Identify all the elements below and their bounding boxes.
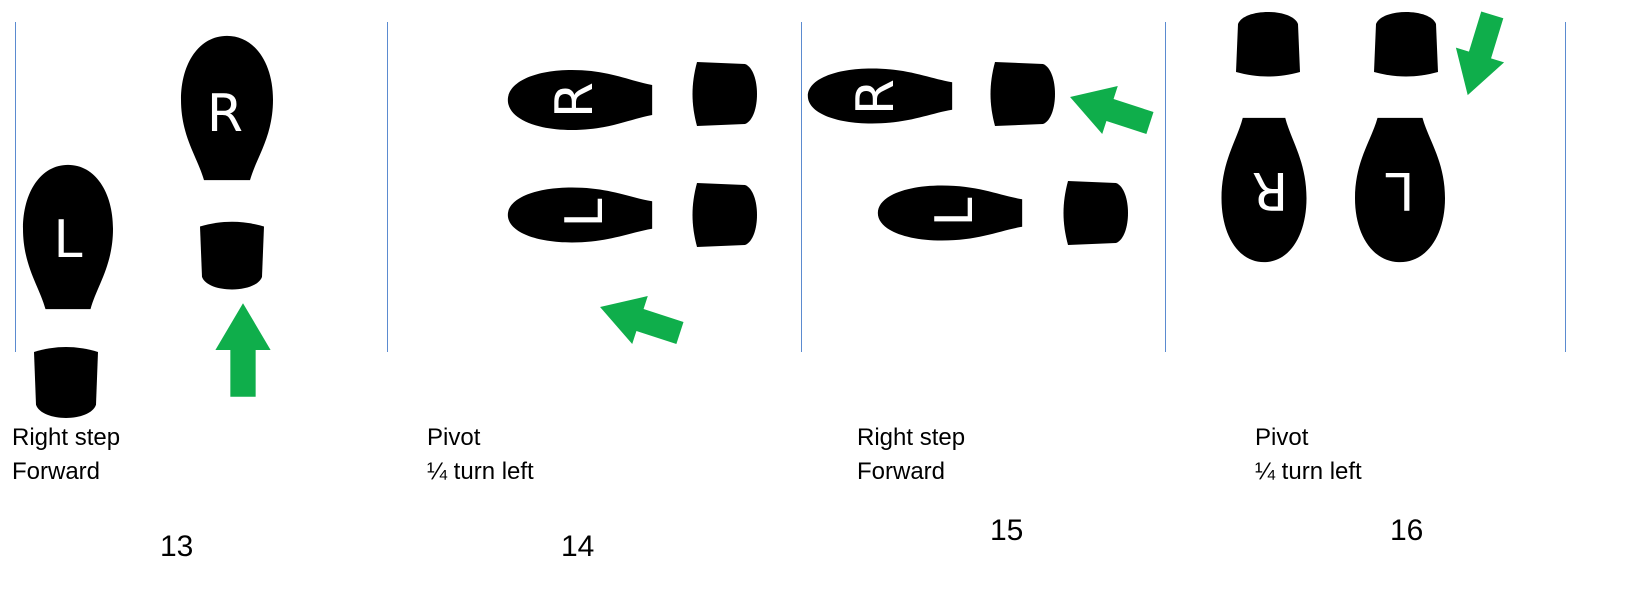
caption-line: Pivot: [1255, 424, 1309, 451]
caption-line: ¼ turn left: [427, 458, 534, 485]
foot-letter: L: [1385, 160, 1414, 220]
foot-letter: L: [54, 210, 83, 270]
foot-letter: R: [1252, 160, 1288, 220]
direction-arrow-icon: [1062, 73, 1158, 147]
step-15-caption: Right step Forward: [857, 421, 965, 489]
foot-letter: R: [207, 84, 243, 144]
step-14-caption: Pivot ¼ turn left: [427, 421, 534, 489]
heel-icon: [1236, 12, 1300, 77]
step-15-footprints: R L: [807, 62, 1158, 245]
caption-line: Pivot: [427, 424, 481, 451]
heel-icon: [1374, 12, 1438, 77]
step-16-caption: Pivot ¼ turn left: [1255, 421, 1362, 489]
heel-icon: [692, 62, 757, 126]
heel-icon: [34, 347, 98, 418]
caption-line: Forward: [12, 458, 101, 485]
heel-icon: [200, 221, 264, 290]
step-13-footprints: L R: [22, 35, 273, 418]
step-14-footprints: R L: [507, 62, 757, 357]
caption-line: Right step: [12, 424, 121, 451]
panel-divider: [1565, 22, 1566, 352]
caption-line: Right step: [857, 424, 966, 451]
foot-letter: R: [545, 82, 605, 118]
caption-line: ¼ turn left: [1255, 458, 1362, 485]
step-13-caption: Right step Forward: [12, 421, 120, 489]
direction-arrow-icon: [1443, 7, 1517, 103]
step-number: 15: [990, 514, 1024, 547]
panel-divider: [1165, 22, 1166, 352]
panel-divider: [801, 22, 802, 352]
caption-line: Forward: [857, 458, 946, 485]
panel-divider: [387, 22, 388, 352]
heel-icon: [692, 183, 757, 247]
step-number: 13: [160, 530, 194, 563]
step-number: 14: [561, 530, 595, 563]
direction-arrow-icon: [215, 303, 271, 397]
heel-icon: [990, 62, 1055, 126]
step-number: 16: [1390, 514, 1424, 547]
heel-icon: [1063, 181, 1128, 245]
foot-letter: L: [555, 198, 615, 227]
foot-letter: R: [846, 79, 906, 115]
direction-arrow-icon: [592, 283, 688, 357]
panel-divider: [15, 22, 16, 352]
foot-letter: L: [925, 197, 985, 226]
step-16-footprints: R L: [1221, 7, 1517, 263]
